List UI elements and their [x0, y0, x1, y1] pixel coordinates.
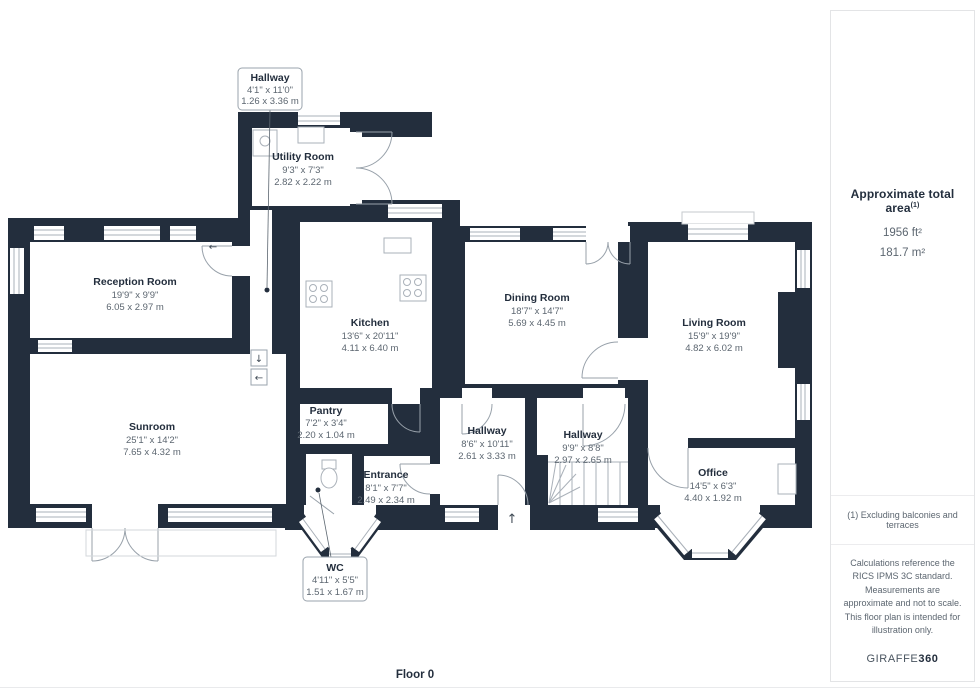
- callout-wc-metric: 1.51 x 1.67 m: [306, 587, 364, 598]
- room-label-office-metric: 4.40 x 1.92 m: [684, 493, 742, 504]
- room-label-reception-name: Reception Room: [93, 276, 176, 288]
- total-area-title-text: Approximate total area: [850, 186, 955, 215]
- interior-wall-details: [525, 292, 795, 505]
- room-label-dining-metric: 5.69 x 4.45 m: [508, 318, 566, 329]
- callout-wc: WC 4'11" x 5'5" 1.51 x 1.67 m: [302, 556, 368, 602]
- room-sunroom: [30, 354, 286, 504]
- room-reception: [30, 242, 232, 338]
- utility-appliance: [297, 126, 325, 144]
- room-label-entrance-name: Entrance: [364, 469, 409, 481]
- room-label-reception-imperial: 19'9" x 9'9": [112, 290, 159, 301]
- callout-wc-imperial: 4'11" x 5'5": [312, 575, 358, 586]
- hob-right: [399, 274, 427, 302]
- callout-wc-name: WC: [326, 562, 344, 574]
- total-area-title: Approximate total area(1): [837, 187, 968, 215]
- entry-up-arrow-icon: ↑: [507, 512, 518, 527]
- room-label-entrance-imperial: 8'1" x 7'7": [365, 483, 407, 494]
- room-label-pantry-name: Pantry: [310, 405, 343, 417]
- step-left-arrow-icon: ←: [255, 373, 263, 384]
- room-corridor: [250, 210, 272, 390]
- room-label-hallway-right-name: Hallway: [563, 429, 602, 441]
- room-label-dining-imperial: 18'7" x 14'7": [511, 306, 563, 317]
- room-label-hallway-mid-imperial: 8'6" x 10'11": [461, 439, 512, 450]
- toilet-bowl: [320, 467, 338, 489]
- wall-stair-stub: [525, 455, 548, 505]
- room-office-bay: [660, 505, 760, 549]
- room-label-sunroom-name: Sunroom: [129, 421, 175, 433]
- room-label-dining-name: Dining Room: [504, 292, 569, 304]
- total-area-imperial: 1956 ft²: [883, 226, 922, 239]
- room-label-office-name: Office: [698, 467, 728, 479]
- room-label-pantry-imperial: 7'2" x 3'4": [305, 418, 347, 429]
- room-label-utility-imperial: 9'3" x 7'3": [282, 165, 324, 176]
- room-label-sunroom-imperial: 25'1" x 14'2": [126, 435, 178, 446]
- room-label-entrance-metric: 2.49 x 2.34 m: [357, 495, 415, 506]
- hallway-leader-dot: [264, 287, 270, 293]
- callout-hallway-metric: 1.26 x 3.36 m: [241, 96, 299, 107]
- room-label-kitchen-imperial: 13'6" x 20'11": [342, 331, 399, 342]
- room-label-kitchen-name: Kitchen: [351, 317, 390, 329]
- fixtures: [85, 126, 797, 557]
- total-area-footnote-marker: (1): [910, 201, 920, 209]
- utility-sink: [252, 129, 278, 157]
- floor-label: Floor 0: [396, 669, 434, 681]
- brand-logo: GIRAFFE360: [841, 651, 964, 668]
- windows: [10, 112, 810, 559]
- kitchen-sink: [383, 237, 412, 254]
- plan-arrows: ↓ ← ← ↑: [209, 242, 518, 527]
- terrace-outline: [85, 529, 277, 557]
- room-living: [648, 242, 795, 438]
- legal-section: Calculations reference the RICS IPMS 3C …: [831, 543, 974, 682]
- office-fireplace: [777, 463, 797, 495]
- bay-windows: [298, 512, 766, 559]
- summary-card: Approximate total area(1) 1956 ft² 181.7…: [830, 10, 975, 682]
- footnote-text: (1) Excluding balconies and terraces: [831, 494, 974, 544]
- exterior-porch-notch: [362, 137, 432, 200]
- total-area-metric: 181.7 m²: [879, 246, 926, 259]
- room-label-utility-metric: 2.82 x 2.22 m: [274, 177, 332, 188]
- brand-suffix-text: 360: [918, 652, 939, 665]
- wc-leader-dot: [315, 487, 321, 493]
- room-label-living-metric: 4.82 x 6.02 m: [685, 343, 743, 354]
- brand-name-text: GIRAFFE: [866, 652, 919, 665]
- leader-lines: [264, 109, 332, 558]
- hob-left: [305, 280, 333, 308]
- callout-hallway-top: Hallway 4'1" x 11'0" 1.26 x 3.36 m: [237, 67, 303, 111]
- room-label-kitchen-metric: 4.11 x 6.40 m: [342, 343, 399, 354]
- room-label-living-name: Living Room: [682, 317, 746, 329]
- room-hallway-mid: [440, 398, 525, 505]
- room-label-sunroom-metric: 7.65 x 4.32 m: [123, 447, 181, 458]
- room-label-hallway-right-imperial: 9'9" x 8'8": [562, 443, 604, 454]
- room-office: [648, 448, 795, 505]
- callout-hallway-name: Hallway: [250, 72, 289, 84]
- step-down-arrow-icon: ↓: [255, 354, 263, 365]
- room-labels: Utility Room 9'3" x 7'3" 2.82 x 2.22 m R…: [93, 151, 746, 506]
- page-bottom-divider: [0, 687, 980, 688]
- room-label-office-imperial: 14'5" x 6'3": [690, 481, 737, 492]
- room-pantry: [300, 404, 388, 444]
- wall-porch-lintel: [362, 112, 432, 137]
- staircase: [548, 461, 628, 505]
- room-label-hallway-right-metric: 2.97 x 2.65 m: [554, 455, 612, 466]
- disclaimer-text: Calculations reference the RICS IPMS 3C …: [843, 557, 962, 636]
- room-label-living-imperial: 15'9" x 19'9": [688, 331, 740, 342]
- wall-chimney-breast: [778, 292, 795, 368]
- doors: [91, 131, 689, 562]
- total-area-section: Approximate total area(1) 1956 ft² 181.7…: [831, 11, 974, 495]
- callout-hallway-imperial: 4'1" x 11'0": [247, 85, 293, 96]
- room-label-hallway-mid-metric: 2.61 x 3.33 m: [458, 451, 516, 462]
- room-label-reception-metric: 6.05 x 2.97 m: [106, 302, 164, 313]
- room-dining: [465, 242, 618, 384]
- reception-door-arrow-icon: ←: [209, 242, 217, 253]
- room-wc-bay: [304, 505, 376, 551]
- room-label-utility-name: Utility Room: [272, 151, 334, 163]
- room-label-hallway-mid-name: Hallway: [467, 425, 506, 437]
- room-label-pantry-metric: 2.20 x 1.04 m: [297, 430, 355, 441]
